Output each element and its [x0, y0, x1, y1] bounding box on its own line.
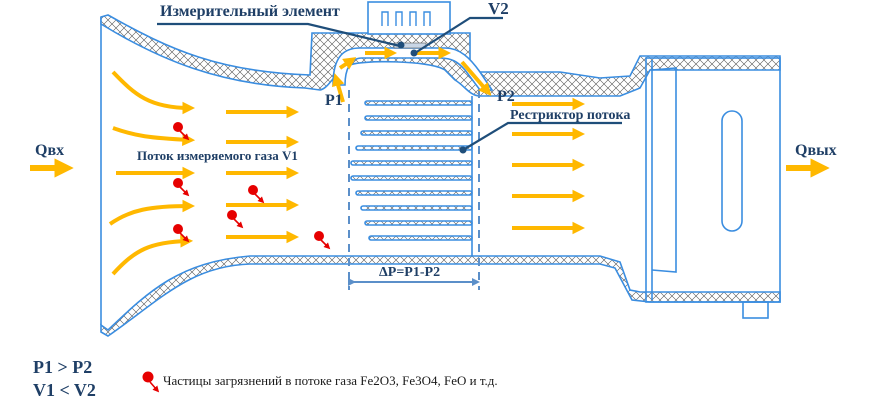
q-out-label: Qвых: [795, 142, 837, 159]
flow-restrictor-label: Рестриктор потока: [510, 108, 630, 123]
measuring-element-label: Измерительный элемент: [160, 3, 340, 20]
leader-dot: [459, 146, 467, 154]
gas-flow-label: Поток измеряемого газа V1: [137, 148, 298, 163]
outlet-tab: [742, 301, 769, 319]
outlet-flow-arrows: [512, 97, 586, 235]
bypass-flow-arrows: [332, 46, 492, 103]
p2-label: P2: [497, 88, 515, 105]
legend-particle-tail: [149, 381, 160, 393]
legend-particles-text: Частицы загрязнений в потоке газа Fe2O3,…: [163, 373, 498, 388]
p1-label: P1: [325, 92, 343, 109]
particle: [173, 224, 183, 234]
measuring-element-leader: [157, 22, 401, 48]
particle: [173, 122, 183, 132]
connector-pins: [381, 11, 431, 26]
particle: [227, 210, 237, 220]
legend-pressure: P1 > P2: [33, 357, 92, 377]
leader-dot: [410, 49, 418, 57]
v2-leader: [414, 16, 503, 54]
legend-velocity: V1 < V2: [33, 380, 96, 400]
flow-restrictor: [350, 96, 473, 256]
contaminant-particles: [173, 122, 331, 250]
lower-wall: [100, 255, 781, 337]
outlet-slot: [721, 110, 743, 232]
outlet-taper: [651, 67, 677, 273]
leader-dot: [397, 41, 405, 49]
outlet-body: [645, 57, 781, 303]
inlet-flow-arrows: [108, 70, 300, 276]
v2-label: V2: [488, 0, 509, 18]
particle: [314, 231, 324, 241]
restrictor-leader: [462, 121, 622, 151]
q-in-label: Qвх: [35, 142, 64, 159]
sensor-connector: [367, 1, 451, 35]
legend-particle-icon: [142, 371, 154, 383]
particle: [173, 178, 183, 188]
delta-p-label: ΔP=P1-P2: [379, 265, 440, 280]
particle: [248, 185, 258, 195]
